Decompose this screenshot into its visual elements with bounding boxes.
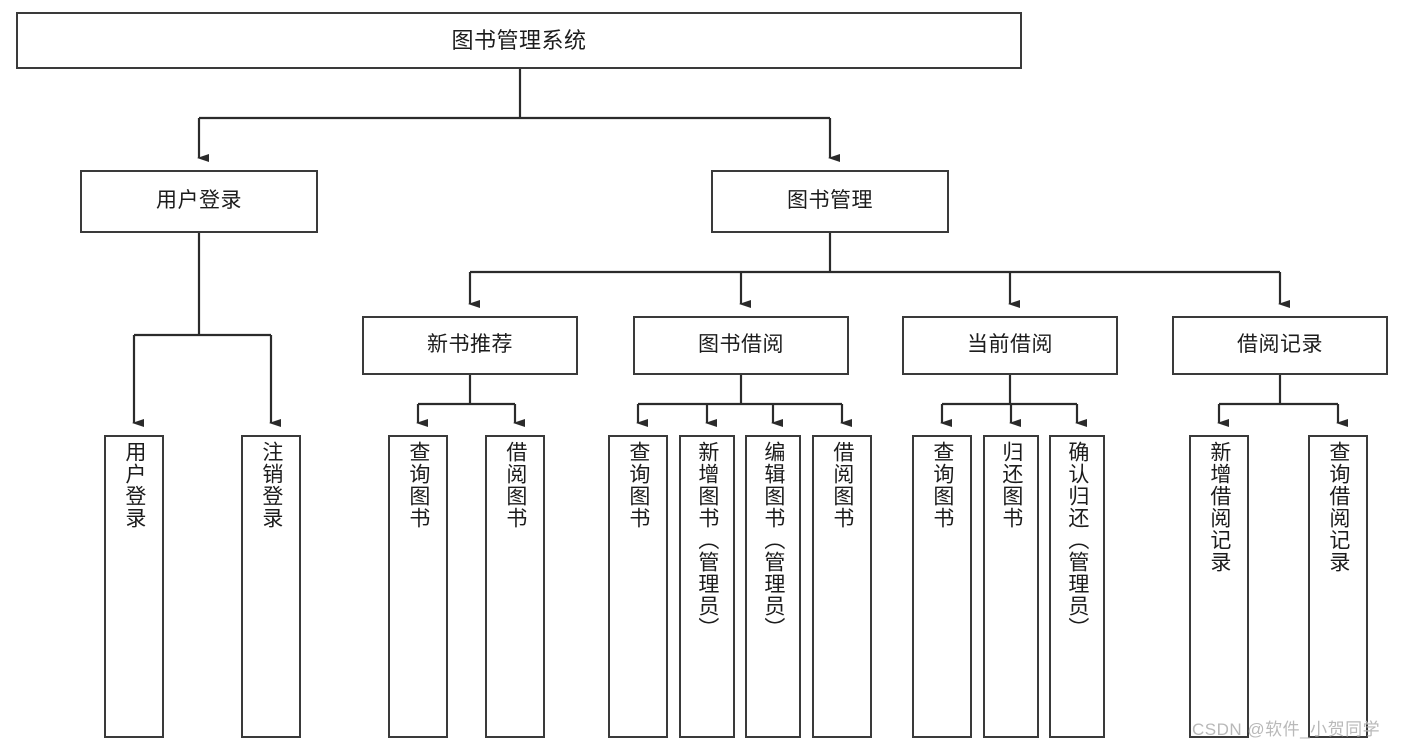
node-leaf-borrow-book-2[interactable]: 借阅图书 [812, 435, 872, 738]
node-new-book-recommend-label: 新书推荐 [427, 333, 513, 357]
node-current-borrow-label: 当前借阅 [967, 333, 1053, 357]
node-leaf-borrow-book-1[interactable]: 借阅图书 [485, 435, 545, 738]
node-book-management-label: 图书管理 [787, 189, 873, 213]
node-borrow-record[interactable]: 借阅记录 [1172, 316, 1388, 375]
node-leaf-logout-label: 注销登录 [259, 441, 283, 529]
node-borrow-record-label: 借阅记录 [1237, 333, 1323, 357]
node-book-borrow[interactable]: 图书借阅 [633, 316, 849, 375]
node-leaf-add-record-label: 新增借阅记录 [1207, 441, 1231, 573]
node-leaf-query-book-2[interactable]: 查询图书 [608, 435, 668, 738]
node-leaf-query-book-2-label: 查询图书 [626, 441, 650, 529]
node-leaf-edit-book-label: 编辑图书（管理员） [761, 441, 785, 639]
node-leaf-user-login-label: 用户登录 [122, 441, 146, 529]
node-new-book-recommend[interactable]: 新书推荐 [362, 316, 578, 375]
node-leaf-logout[interactable]: 注销登录 [241, 435, 301, 738]
node-book-borrow-label: 图书借阅 [698, 333, 784, 357]
node-leaf-query-book-1-label: 查询图书 [406, 441, 430, 529]
node-root[interactable]: 图书管理系统 [16, 12, 1022, 69]
node-leaf-borrow-book-1-label: 借阅图书 [503, 441, 527, 529]
node-current-borrow[interactable]: 当前借阅 [902, 316, 1118, 375]
node-leaf-return-book-label: 归还图书 [999, 441, 1023, 529]
node-book-management[interactable]: 图书管理 [711, 170, 949, 233]
node-leaf-edit-book[interactable]: 编辑图书（管理员） [745, 435, 801, 738]
node-leaf-user-login[interactable]: 用户登录 [104, 435, 164, 738]
node-user-login-label: 用户登录 [156, 189, 242, 213]
node-leaf-query-book-3-label: 查询图书 [930, 441, 954, 529]
node-leaf-confirm-return[interactable]: 确认归还（管理员） [1049, 435, 1105, 738]
node-leaf-query-record-label: 查询借阅记录 [1326, 441, 1350, 573]
node-leaf-query-record[interactable]: 查询借阅记录 [1308, 435, 1368, 738]
node-leaf-query-book-1[interactable]: 查询图书 [388, 435, 448, 738]
node-leaf-query-book-3[interactable]: 查询图书 [912, 435, 972, 738]
node-leaf-add-book-label: 新增图书（管理员） [695, 441, 719, 639]
node-leaf-add-book[interactable]: 新增图书（管理员） [679, 435, 735, 738]
watermark-text: CSDN @软件_小贺同学 [1192, 720, 1381, 739]
node-leaf-borrow-book-2-label: 借阅图书 [830, 441, 854, 529]
node-user-login[interactable]: 用户登录 [80, 170, 318, 233]
node-leaf-confirm-return-label: 确认归还（管理员） [1065, 441, 1089, 639]
node-root-label: 图书管理系统 [451, 27, 587, 53]
node-leaf-add-record[interactable]: 新增借阅记录 [1189, 435, 1249, 738]
node-leaf-return-book[interactable]: 归还图书 [983, 435, 1039, 738]
